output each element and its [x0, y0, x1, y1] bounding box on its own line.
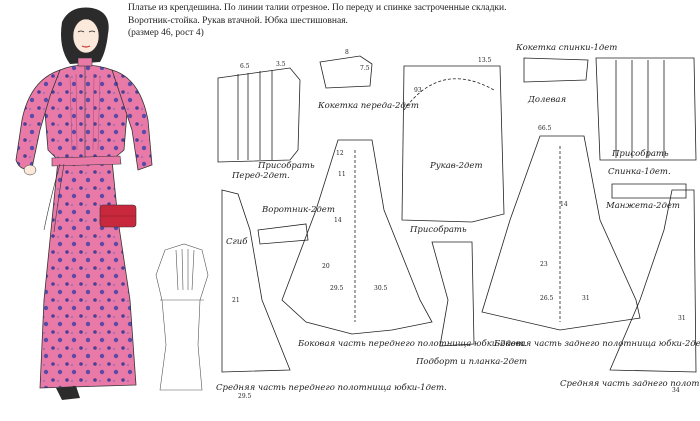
label-srednyaya-pered: Средняя часть переднего полотнища юбки-1…: [216, 382, 447, 393]
piece-spinka: [595, 57, 697, 161]
label-manzheta: Манжета-2дет: [605, 201, 680, 211]
description-line-2: Воротник-стойка. Рукав втачной. Юбка шес…: [128, 15, 348, 26]
piece-pered: [217, 67, 301, 163]
svg-text:12: 12: [336, 150, 344, 157]
label-prisobrat-3: Присобрать: [611, 148, 669, 159]
piece-srednyaya-zad: [609, 189, 697, 373]
label-bokovaya-pered: Боковая часть переднего полотнища юбки-2…: [297, 338, 527, 349]
garment-description: Платье из крепдешина. По линии талии отр…: [128, 2, 548, 40]
label-kokotka-pereda: Кокетка переда-2дет: [317, 101, 419, 111]
svg-text:31: 31: [678, 315, 686, 322]
label-prisobrat-2: Присобрать: [409, 224, 467, 235]
label-pered: Перед-2дет.: [231, 171, 290, 181]
label-srednyaya-zad: Средняя часть заднего полотнища юбки-1де…: [560, 378, 700, 389]
piece-manzheta: [611, 183, 687, 199]
svg-text:34: 34: [672, 387, 680, 394]
svg-text:30.5: 30.5: [374, 285, 388, 292]
svg-text:8: 8: [345, 49, 349, 56]
svg-text:13.5: 13.5: [478, 57, 492, 64]
back-view-sketch: [155, 243, 209, 391]
svg-text:6.5: 6.5: [240, 63, 250, 70]
piece-podbort: [431, 241, 475, 347]
svg-text:14: 14: [334, 217, 342, 224]
piece-bokovaya-zad: [481, 135, 641, 331]
label-vorotnik: Воротник-2дет: [261, 205, 335, 215]
piece-kokotka-spinki: [523, 57, 589, 83]
svg-text:66.5: 66.5: [538, 125, 552, 132]
svg-text:3.5: 3.5: [276, 61, 286, 68]
label-podbort: Подборт и планка-2дет: [415, 356, 527, 367]
piece-bokovaya-pered: [281, 139, 433, 335]
svg-text:26.5: 26.5: [540, 295, 554, 302]
svg-text:29.5: 29.5: [330, 285, 344, 292]
svg-text:20: 20: [322, 263, 330, 270]
svg-text:23: 23: [540, 261, 548, 268]
label-spinka: Спинка-1дет.: [608, 167, 671, 177]
fashion-illustration: [15, 7, 153, 400]
label-prisobrat-1: Присобрать: [257, 160, 315, 171]
svg-text:11: 11: [338, 171, 346, 178]
svg-text:21: 21: [232, 297, 240, 304]
label-bokovaya-zad: Боковая часть заднего полотнища юбки-2де…: [493, 338, 700, 349]
description-line-1: Платье из крепдешина. По линии талии отр…: [128, 3, 507, 13]
label-rukav: Рукав-2дет: [429, 161, 483, 171]
piece-kokotka-pereda: [319, 55, 373, 89]
svg-text:7.5: 7.5: [360, 65, 370, 72]
svg-text:31: 31: [582, 295, 590, 302]
description-line-3: (размер 46, рост 4): [128, 28, 204, 38]
svg-text:14: 14: [560, 201, 568, 208]
piece-rukav: [401, 65, 505, 223]
label-sgib: Сгиб: [226, 236, 248, 247]
measurements: 6.5 3.5 8 7.5 12 11 14 20 29.5 30.5 93 13.5 66…: [232, 49, 686, 400]
label-kokotka-spinki: Кокетка спинки-1дет: [515, 43, 617, 53]
svg-text:29.5: 29.5: [238, 393, 252, 400]
piece-srednyaya-pered: [221, 189, 291, 373]
piece-vorotnik: [257, 223, 309, 245]
label-dolevaya: Долевая: [527, 95, 566, 105]
svg-text:93: 93: [414, 87, 422, 94]
